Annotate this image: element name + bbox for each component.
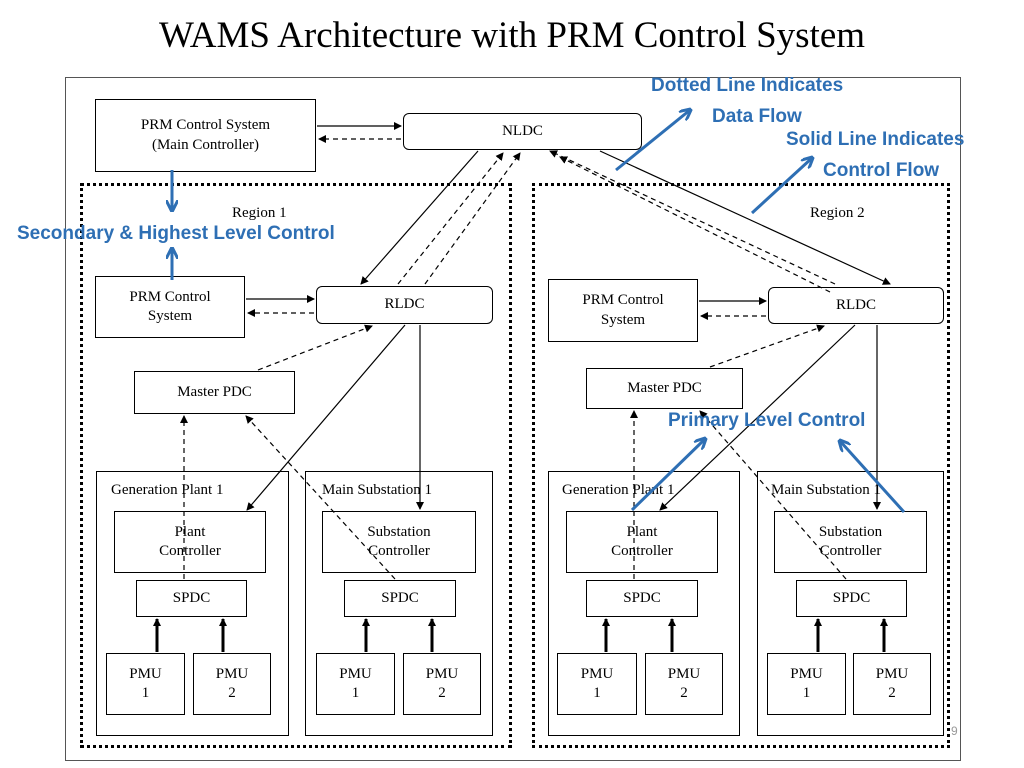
region-1-gen-pmu1-box: PMU 1 <box>106 653 185 715</box>
region-1-prm-box: PRM Control System <box>95 276 245 338</box>
data-arrow-master-pdc-1-to-rldc-1 <box>257 324 373 371</box>
control-arrow-nldc-to-rldc-1 <box>360 150 479 285</box>
region-2-boundary <box>532 183 950 748</box>
region-1-sub-spdc-box: SPDC <box>344 580 456 617</box>
region-1-plant-controller-box: Plant Controller <box>114 511 266 573</box>
region-2-master-pdc-box: Master PDC <box>586 368 743 409</box>
region-1-substation-label: Main Substation 1 <box>322 482 433 498</box>
region-1-gen-pmu2-box: PMU 2 <box>193 653 271 715</box>
region-1-master-pdc-box: Master PDC <box>134 371 295 414</box>
region-2-sub-spdc-box: SPDC <box>796 580 907 617</box>
region-1-sub-pmu1-box: PMU 1 <box>316 653 395 715</box>
data-arrow-master-pdc-2-to-rldc-2 <box>709 324 825 368</box>
region-1-rldc-box: RLDC <box>316 286 493 324</box>
region-2-gen-spdc-box: SPDC <box>586 580 698 617</box>
nldc-box: NLDC <box>403 113 642 150</box>
diagram-frame <box>65 77 961 761</box>
region-1-sub-pmu2-box: PMU 2 <box>403 653 481 715</box>
control-flow-annotation: Control Flow <box>823 160 940 181</box>
region-2-substation-controller-box: Substation Controller <box>774 511 927 573</box>
region-2-rldc-box: RLDC <box>768 287 944 324</box>
region-2-gen-pmu2-box: PMU 2 <box>645 653 723 715</box>
region-1-generation-plant-label: Generation Plant 1 <box>111 482 224 498</box>
control-arrow-rldc-2-to-plant-controller-2 <box>659 324 856 511</box>
solid-line-annotation: Solid Line Indicates <box>786 129 965 150</box>
region-2-label: Region 2 <box>810 205 865 221</box>
data-arrow-rldc-1-to-nldc-a <box>397 152 504 285</box>
annotation-arrow-primary-right <box>840 441 906 514</box>
region-1-gen-spdc-box: SPDC <box>136 580 247 617</box>
region-1-label: Region 1 <box>232 205 287 221</box>
data-arrow-rldc-1-to-nldc-b <box>424 152 521 285</box>
data-arrow-sub-spdc-1-to-master-pdc-1 <box>245 415 396 580</box>
page-number: 9 <box>951 724 958 738</box>
region-2-substation-container <box>757 471 944 736</box>
region-2-substation-label: Main Substation 1 <box>771 482 882 498</box>
annotation-arrow-data-flow <box>615 110 690 172</box>
region-2-plant-controller-box: Plant Controller <box>566 511 718 573</box>
region-2-generation-plant-container <box>548 471 740 736</box>
secondary-control-annotation: Secondary & Highest Level Control <box>17 223 335 244</box>
annotation-arrow-primary-left <box>630 439 705 512</box>
dotted-line-annotation: Dotted Line Indicates <box>651 75 844 96</box>
region-1-boundary <box>80 183 512 748</box>
region-2-prm-box: PRM Control System <box>548 279 698 342</box>
data-arrow-rldc-2-to-nldc-a <box>549 150 836 285</box>
control-arrow-rldc-1-to-plant-controller-1 <box>246 324 406 511</box>
data-flow-annotation: Data Flow <box>712 106 802 127</box>
region-2-sub-pmu2-box: PMU 2 <box>853 653 931 715</box>
region-2-sub-pmu1-box: PMU 1 <box>767 653 846 715</box>
primary-control-annotation: Primary Level Control <box>668 410 866 431</box>
slide-title: WAMS Architecture with PRM Control Syste… <box>158 15 866 56</box>
region-1-substation-controller-box: Substation Controller <box>322 511 476 573</box>
control-arrow-nldc-to-rldc-2 <box>599 150 891 285</box>
prm-main-controller-box: PRM Control System (Main Controller) <box>95 99 316 172</box>
data-arrow-sub-spdc-2-to-master-pdc-2 <box>699 410 847 580</box>
region-1-generation-plant-container <box>96 471 289 736</box>
region-1-substation-container <box>305 471 493 736</box>
annotation-arrow-control-flow <box>750 158 812 215</box>
region-2-gen-pmu1-box: PMU 1 <box>557 653 637 715</box>
